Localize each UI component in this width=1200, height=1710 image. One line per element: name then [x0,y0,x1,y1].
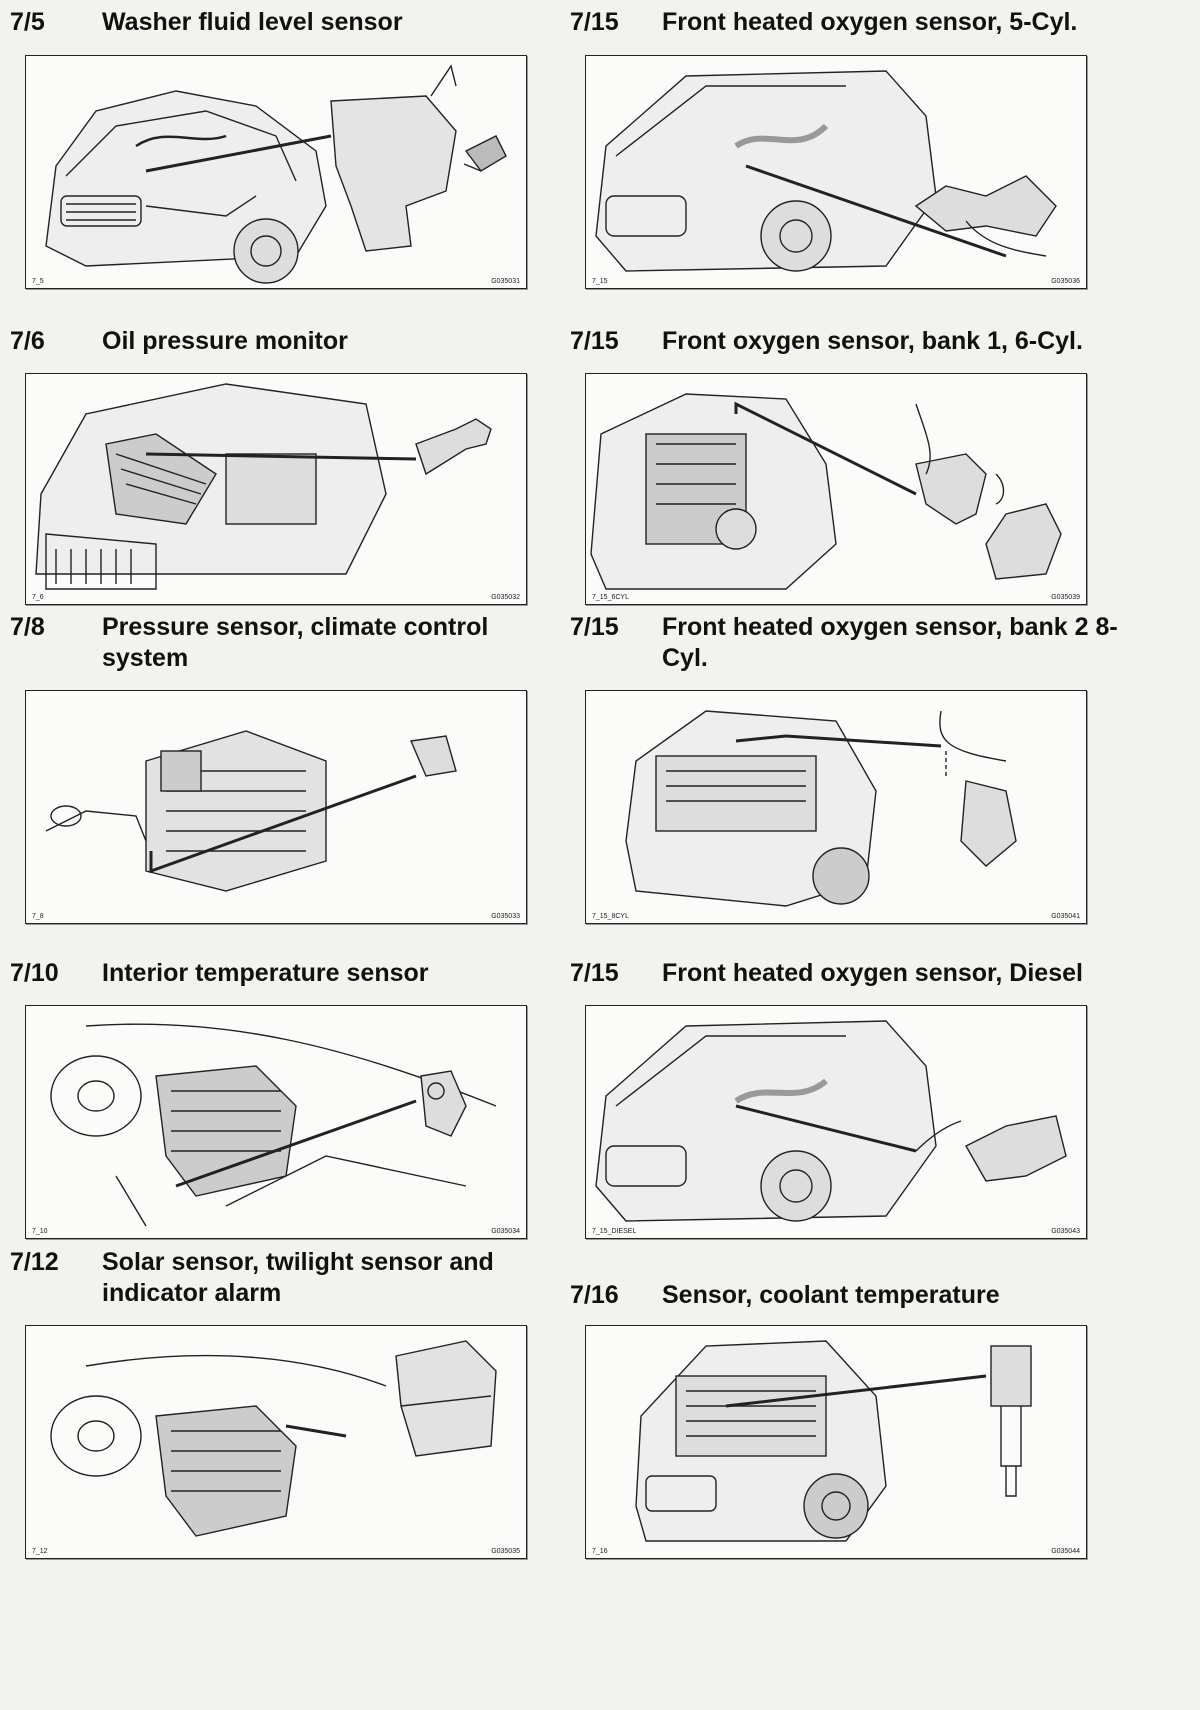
illustration-panel: 7_15 G035036 [585,55,1087,289]
entry-title: Front oxygen sensor, bank 1, 6-Cyl. [662,327,1083,355]
illustration-panel: 7_15_8CYL G035041 [585,690,1087,924]
entry-number: 7/15 [570,959,619,987]
illustration-panel: 7_8 G035033 [25,690,527,924]
entry-title: Front heated oxygen sensor, Diesel [662,959,1083,987]
entry-title: Interior temperature sensor [102,959,429,987]
entry-number: 7/6 [10,327,45,355]
entry-title: Pressure sensor, climate control system [102,613,489,672]
figure-id: 7_15_DIESEL [592,1228,637,1235]
coolant-sensor-illustration [635,1340,1032,1542]
entry-number: 7/15 [570,613,619,641]
entry-title: Front heated oxygen sensor, bank 2 8-Cyl… [662,613,1118,672]
entry-number: 7/8 [10,613,45,641]
entry-number: 7/15 [570,327,619,355]
figure-id: 7_16 [592,1548,608,1555]
washer-sensor-illustration [45,64,507,284]
figure-id: 7_5 [32,278,44,285]
figure-id: 7_12 [32,1548,48,1555]
drawing-code: G035032 [491,594,520,601]
drawing-code: G035044 [1051,1548,1080,1555]
entry-title: Washer fluid level sensor [102,8,403,36]
drawing-code: G035039 [1051,594,1080,601]
figure-id: 7_6 [32,594,44,601]
figure-id: 7_10 [32,1228,48,1235]
oxygen-sensor-5cyl-illustration [595,70,1057,272]
illustration-panel: 7_15_6CYL G035039 [585,373,1087,605]
drawing-code: G035035 [491,1548,520,1555]
figure-id: 7_15 [592,278,608,285]
climate-pressure-illustration [45,730,457,892]
oxygen-sensor-diesel-illustration [595,1020,1067,1222]
figure-id: 7_15_6CYL [592,594,629,601]
entry-number: 7/10 [10,959,59,987]
illustration-panel: 7_15_DIESEL G035043 [585,1005,1087,1239]
illustration-panel: 7_5 G035031 [25,55,527,289]
figure-id: 7_8 [32,913,44,920]
drawing-code: G035041 [1051,913,1080,920]
entry-number: 7/5 [10,8,45,36]
figure-id: 7_15_8CYL [592,913,629,920]
entry-title: Sensor, coolant temperature [662,1281,1000,1309]
drawing-code: G035034 [491,1228,520,1235]
entry-number: 7/15 [570,8,619,36]
drawing-code: G035036 [1051,278,1080,285]
interior-temp-illustration [50,1023,497,1227]
drawing-code: G035031 [491,278,520,285]
oxygen-sensor-6cyl-illustration [590,393,1062,590]
illustration-panel: 7_12 G035035 [25,1325,527,1559]
illustration-panel: 7_16 G035044 [585,1325,1087,1559]
drawing-code: G035043 [1051,1228,1080,1235]
entry-title: Front heated oxygen sensor, 5-Cyl. [662,8,1078,36]
drawing-code: G035033 [491,913,520,920]
illustration-panel: 7_10 G035034 [25,1005,527,1239]
illustration-panel: 7_6 G035032 [25,373,527,605]
oil-pressure-illustration [35,383,492,590]
oxygen-sensor-8cyl-illustration [625,710,1017,907]
entry-number: 7/16 [570,1281,619,1309]
entry-number: 7/12 [10,1248,59,1276]
entry-title: Solar sensor, twilight sensor and indica… [102,1248,494,1307]
solar-sensor-illustration [50,1340,497,1537]
entry-title: Oil pressure monitor [102,327,348,355]
